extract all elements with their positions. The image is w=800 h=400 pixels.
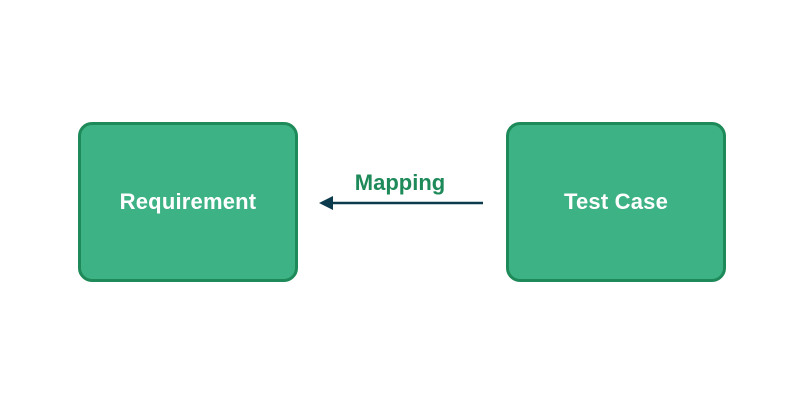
requirement-node-label: Requirement: [119, 189, 257, 214]
mapping-edge-label: Mapping: [354, 170, 446, 195]
test-case-node-label: Test Case: [563, 189, 669, 214]
test-case-node: Test Case: [506, 122, 726, 282]
requirement-node: Requirement: [78, 122, 298, 282]
mapping-arrowhead-icon: [319, 196, 333, 210]
